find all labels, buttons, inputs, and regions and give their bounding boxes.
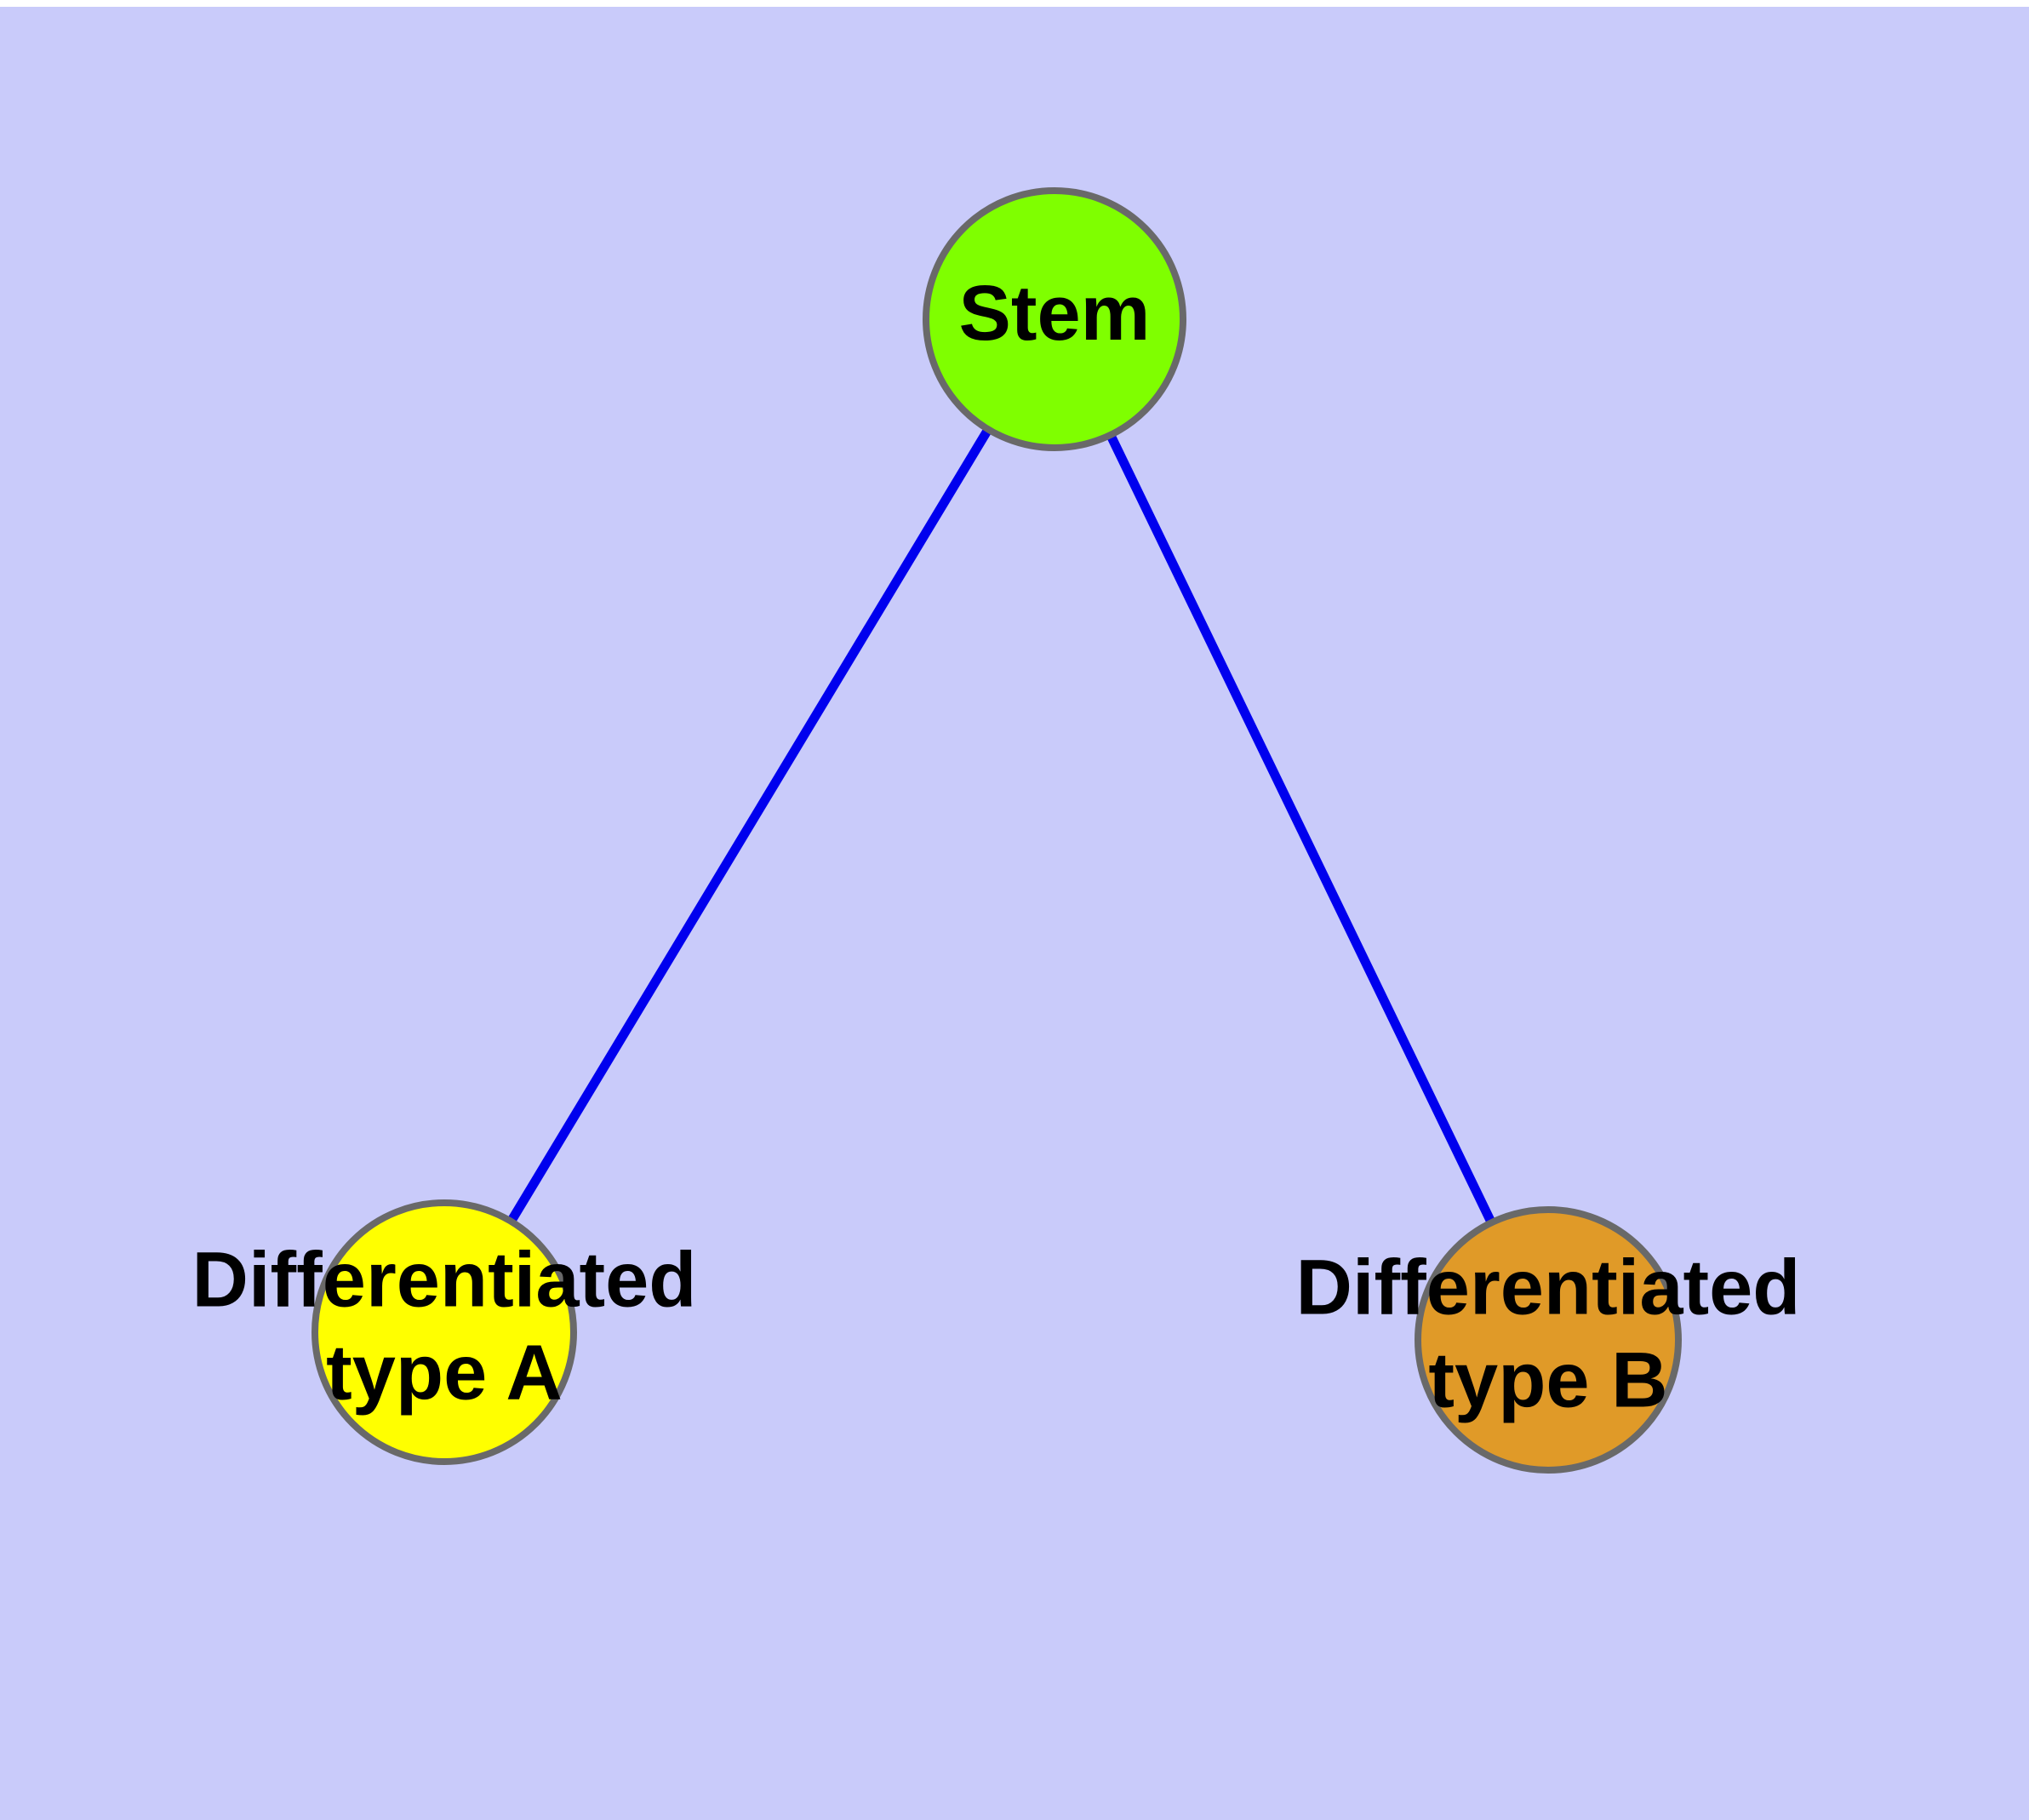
- node-differentiated-type-b[interactable]: [1415, 1206, 1682, 1474]
- edges-layer: [507, 428, 1495, 1223]
- edge-stem-to-differentiated-type-a[interactable]: [507, 428, 992, 1222]
- node-stem[interactable]: [923, 187, 1186, 451]
- node-label-line: Stem: [959, 270, 1151, 357]
- node-label-line: type A: [326, 1330, 563, 1417]
- node-stem-label: Stem: [959, 270, 1151, 357]
- node-differentiated-type-b-circle[interactable]: [1415, 1206, 1682, 1474]
- node-label-line: Differentiated: [192, 1237, 697, 1324]
- node-differentiated-type-a[interactable]: [311, 1199, 577, 1465]
- node-stem-circle[interactable]: [923, 187, 1186, 451]
- node-differentiated-type-a-circle[interactable]: [311, 1199, 577, 1465]
- nodes-layer: [311, 187, 1682, 1474]
- edge-stem-to-differentiated-type-b[interactable]: [1106, 434, 1495, 1223]
- node-label-line: type B: [1428, 1337, 1667, 1424]
- node-label-line: Differentiated: [1296, 1245, 1801, 1331]
